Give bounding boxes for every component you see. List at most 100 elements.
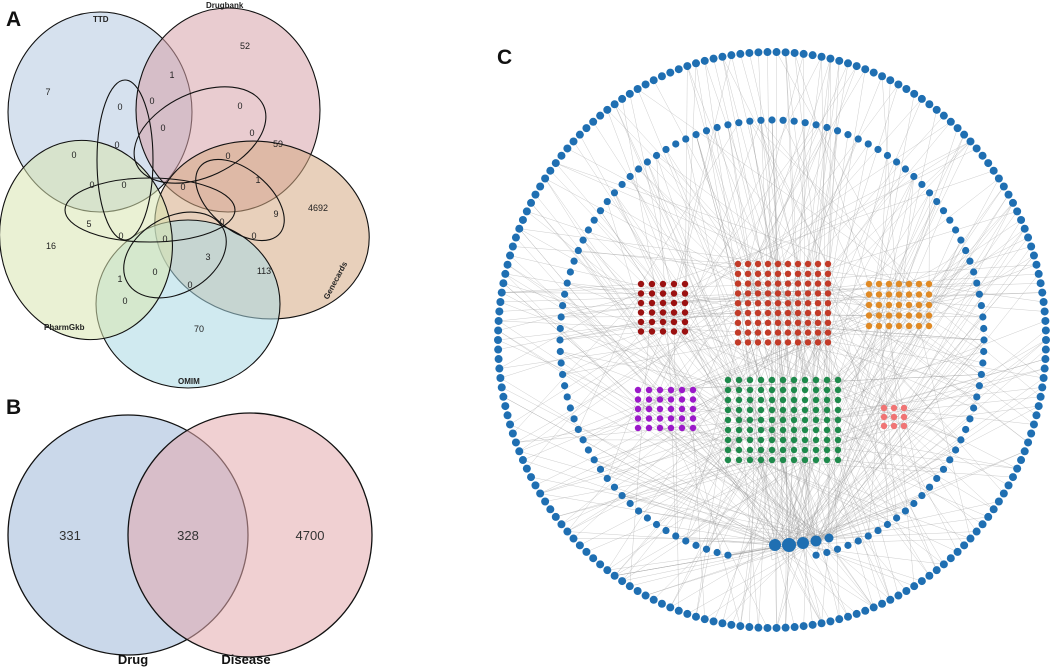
network-edge <box>817 237 1029 343</box>
network-edge <box>722 56 817 542</box>
cluster-red-node <box>774 339 782 346</box>
network-edge <box>802 210 944 544</box>
target-node <box>569 137 578 146</box>
panel-a: A TTD Drugbank Genecards OMIM PharmGkb 7… <box>0 1 370 389</box>
cluster-green-node <box>834 406 842 414</box>
set-pharmgkb-ellipse <box>0 139 174 341</box>
network-edge <box>757 143 869 304</box>
target-node <box>939 111 948 120</box>
target-node <box>999 182 1008 191</box>
network-edge <box>749 387 1043 421</box>
cluster-salmon-node <box>880 413 888 421</box>
target-node <box>494 345 503 354</box>
network-edge <box>695 134 804 544</box>
cluster-salmon-node <box>880 404 888 412</box>
target-node <box>579 436 587 444</box>
target-node <box>869 68 878 77</box>
target-node <box>556 324 564 333</box>
cluster-purple-node <box>656 396 664 403</box>
region-value: 70 <box>194 324 204 334</box>
network-edge <box>797 293 937 571</box>
target-node <box>933 474 941 483</box>
network-edge <box>740 53 839 411</box>
network-edge <box>515 283 789 443</box>
network-edge <box>637 88 930 295</box>
target-node <box>626 499 634 508</box>
cluster-orange-node <box>925 291 933 298</box>
network-edge <box>526 211 740 381</box>
target-node <box>618 491 626 500</box>
network-edge <box>747 141 971 284</box>
network-edge <box>640 122 740 285</box>
drug-label: Drug <box>118 652 148 667</box>
target-node <box>603 105 612 114</box>
target-node <box>1032 260 1041 269</box>
cluster-dark-red-node <box>648 318 656 326</box>
target-node <box>1008 473 1017 482</box>
cluster-green-node <box>735 416 743 424</box>
cluster-green-node <box>790 446 798 454</box>
cluster-purple-node <box>667 396 675 403</box>
target-node <box>610 100 619 109</box>
network-edge <box>793 260 971 411</box>
target-node <box>874 145 882 154</box>
cluster-orange-node <box>925 322 933 330</box>
network-edge <box>802 542 822 624</box>
cluster-orange-node <box>885 322 893 330</box>
target-node <box>1034 402 1043 411</box>
target-node <box>861 606 870 615</box>
region-value: 0 <box>117 102 122 112</box>
network-edge <box>749 121 930 295</box>
network-edge <box>582 239 762 441</box>
target-node <box>566 404 574 412</box>
target-node <box>672 140 680 148</box>
cluster-dark-red-node <box>681 290 689 297</box>
network-edge <box>815 202 1014 421</box>
target-node <box>781 48 790 57</box>
cluster-red-node <box>784 309 792 317</box>
target-node <box>618 180 626 189</box>
cluster-green-node <box>746 376 754 384</box>
network-edge <box>638 510 830 539</box>
target-node <box>790 117 798 125</box>
network-edge <box>500 377 776 546</box>
target-node <box>724 121 732 129</box>
network-edge <box>817 312 977 532</box>
target-node <box>634 507 643 515</box>
network-edge <box>774 544 795 628</box>
network-edge <box>704 540 817 620</box>
cluster-dark-red-node <box>681 318 689 326</box>
target-node <box>902 586 911 595</box>
target-node <box>590 216 598 224</box>
network-edge <box>561 322 809 525</box>
target-node <box>610 483 619 491</box>
network-edge <box>653 325 930 600</box>
network-edge <box>774 228 1025 546</box>
disease-only-count: 4700 <box>296 528 325 543</box>
region-value: 0 <box>149 96 154 106</box>
cluster-dark-red-node <box>670 280 678 288</box>
cluster-green-node <box>834 396 842 404</box>
target-node <box>946 554 955 563</box>
cluster-red-node <box>734 290 742 297</box>
cluster-green-node <box>757 446 765 454</box>
target-node <box>626 172 634 181</box>
target-node <box>745 623 754 632</box>
region-value: 0 <box>152 267 157 277</box>
network-edge <box>640 141 971 313</box>
cluster-red-node <box>734 339 742 346</box>
target-node <box>563 527 572 536</box>
target-node <box>1020 447 1029 456</box>
target-node <box>522 464 531 473</box>
panel-b: B 331 328 4700 Drug Disease <box>6 396 373 667</box>
network-edge <box>787 293 883 604</box>
network-edge <box>758 52 769 294</box>
target-node <box>946 216 954 224</box>
cluster-green-node <box>801 376 809 384</box>
network-edge <box>898 315 1037 416</box>
target-node <box>901 165 910 173</box>
network-edge <box>519 228 779 265</box>
cluster-green-node <box>746 426 754 434</box>
cluster-green-node <box>746 456 754 464</box>
region-value: 0 <box>180 182 185 192</box>
